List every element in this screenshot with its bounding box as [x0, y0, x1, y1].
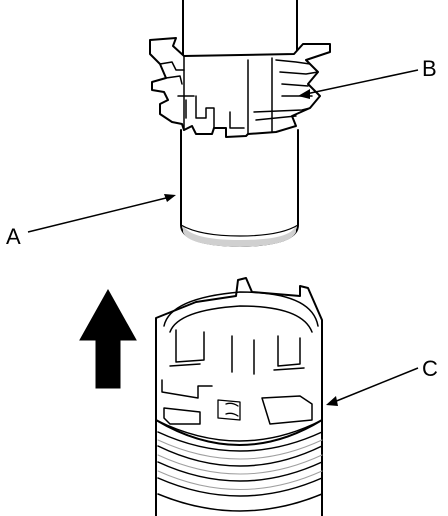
clip-b	[149, 37, 331, 138]
sleeve-a-lower-band	[183, 225, 296, 247]
bellows-ridges	[157, 431, 323, 512]
bellows-body	[155, 417, 323, 516]
callout-leaders	[27, 69, 419, 406]
arrow-up-icon	[79, 288, 137, 389]
boot-c-cup	[155, 277, 323, 446]
lower-assembly	[155, 277, 323, 516]
callout-label-a: A	[6, 224, 21, 249]
callout-label-b: B	[422, 56, 437, 81]
upper-assembly	[149, 0, 331, 247]
sleeve-a	[180, 129, 299, 247]
callout-label-c: C	[422, 356, 438, 381]
